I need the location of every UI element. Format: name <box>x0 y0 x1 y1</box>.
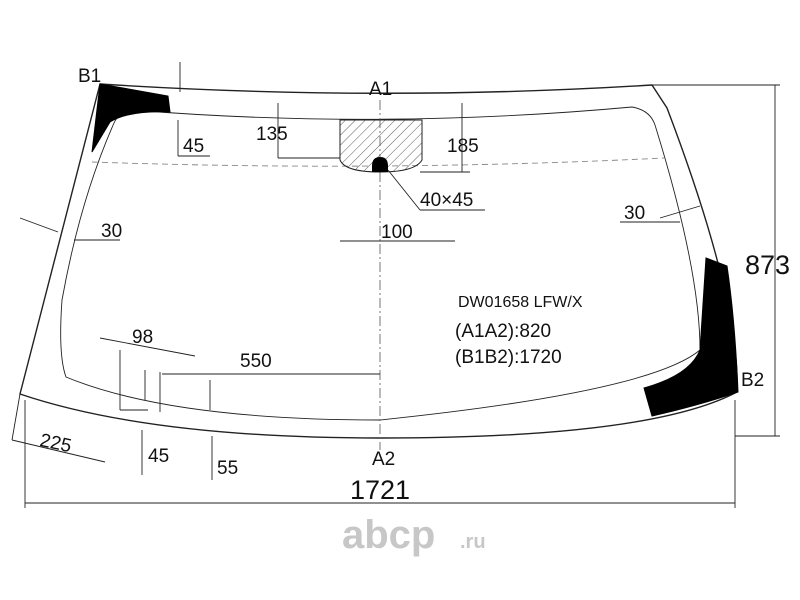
label-a1: A1 <box>369 79 392 100</box>
dim-width-1721: 1721 <box>350 475 410 505</box>
watermark-tld: .ru <box>460 531 486 553</box>
dim-98: 98 <box>132 327 153 348</box>
dim-135: 135 <box>256 124 288 145</box>
dim-55: 55 <box>217 458 238 479</box>
black-area-b2 <box>643 257 739 417</box>
label-a2: A2 <box>372 449 395 470</box>
label-b1: B1 <box>78 66 101 87</box>
watermark-logo: abcp .ru <box>342 513 486 557</box>
dashed-band-line <box>91 157 665 167</box>
dim-a1a2: (A1A2):820 <box>455 321 551 342</box>
dim-30-right: 30 <box>624 203 645 224</box>
watermark-brand: abcp <box>342 513 435 557</box>
mirror-mount-mark <box>372 157 388 172</box>
dim-height-873: 873 <box>745 250 790 280</box>
dim-550: 550 <box>240 351 272 372</box>
label-b2: B2 <box>741 370 764 391</box>
dim-185: 185 <box>447 136 479 157</box>
dim-45-top: 45 <box>183 136 204 157</box>
dim-sensor-size: 40×45 <box>420 190 473 211</box>
dim-45-bottom: 45 <box>148 446 169 467</box>
black-area-b1 <box>91 83 171 153</box>
dim-100: 100 <box>381 222 413 243</box>
dim-30-left: 30 <box>101 221 122 242</box>
dim-225: 225 <box>38 430 73 457</box>
dim-b1b2: (B1B2):1720 <box>455 347 562 368</box>
glass-inner-outline <box>60 106 701 421</box>
glass-outer-outline <box>19 83 738 439</box>
part-code: DW01658 LFW/X <box>458 294 583 311</box>
